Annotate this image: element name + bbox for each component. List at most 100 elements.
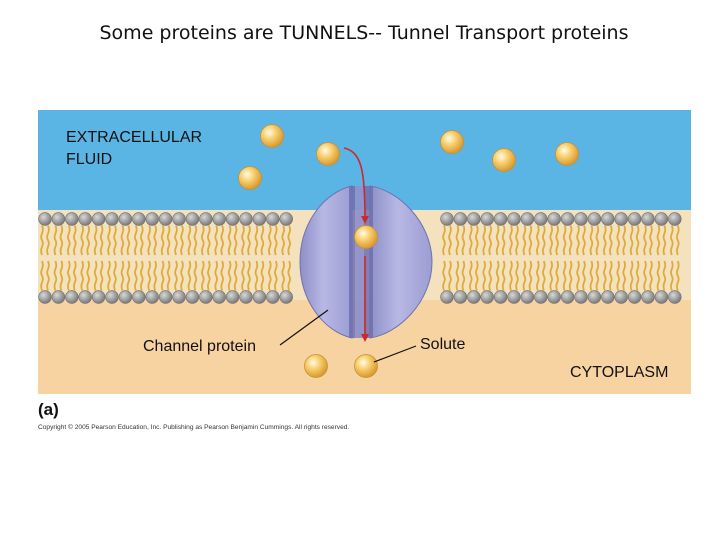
phospholipid-tail [268,260,272,291]
phospholipid-head [440,290,454,304]
phospholipid-head [185,212,200,226]
phospholipid-tail [46,260,50,291]
phospholipid-tail [247,260,251,291]
phospholipid-tail [281,260,285,291]
phospholipid-tail [542,225,546,256]
phospholipid-tail [187,260,192,291]
phospholipid-tail [649,225,653,256]
phospholipid-tail [59,225,64,256]
phospholipid-head [132,212,146,226]
phospholipid-tail [207,260,211,291]
phospholipid-tail [670,260,674,291]
phospholipid-tail [589,225,594,256]
phospholipid-tail [482,260,486,291]
phospholipid-head [453,212,468,226]
phospholipid-tail [99,260,104,291]
phospholipid-tail [609,260,613,291]
phospholipid-head [601,290,615,304]
channel-protein-left-half [299,185,353,339]
phospholipid-head [654,290,669,304]
phospholipid-tail [166,225,171,256]
phospholipid-head [520,212,535,226]
phospholipid-tail [107,260,111,291]
phospholipid-tail [220,260,224,291]
phospholipid-tail [509,225,513,256]
phospholipid-tail [662,260,667,291]
phospholipid-tail [241,225,245,256]
phospholipid-head [467,290,481,304]
phospholipid-head [467,212,481,226]
phospholipid-tail [536,225,540,256]
phospholipid-tail [576,260,580,291]
phospholipid-tail [629,225,634,256]
phospholipid-tail [475,225,479,256]
phospholipid-tail [622,225,626,256]
phospholipid-tail [174,225,178,256]
phospholipid-tail [140,225,144,256]
channel-protein [299,185,433,339]
phospholipid-head [185,290,200,304]
solute-molecule [440,130,464,154]
phospholipid-tail [488,225,492,256]
phospholipid-head [91,290,106,304]
phospholipid-tail [207,225,211,256]
solute-molecule [354,354,378,378]
channel-protein-right-half [369,185,433,339]
phospholipid-head [493,290,508,304]
phospholipid-tail [166,260,171,291]
phospholipid-head [145,212,159,226]
phospholipid-tail [555,260,559,291]
phospholipid-tail [73,225,77,256]
solute-label: Solute [420,336,465,353]
phospholipid-tail [676,260,680,291]
phospholipid-tail [635,260,640,291]
phospholipid-head [627,212,642,226]
solute-molecule [492,148,516,172]
panel-label: (a) [38,400,59,419]
phospholipid-head [172,212,186,226]
phospholipid-head [507,290,521,304]
phospholipid-tail [455,225,460,256]
phospholipid-tail [147,225,151,256]
extracellular-label-line2: FLUID [66,151,112,168]
solute-entry-arrow [343,147,369,224]
phospholipid-tail [568,225,573,256]
phospholipid-head [51,212,66,226]
channel-pore-highlight [355,186,364,338]
phospholipid-tail [603,260,607,291]
phospholipid-head [507,212,521,226]
phospholipid-tail [73,260,77,291]
phospholipid-tail [113,225,117,256]
phospholipid-tail [134,225,138,256]
phospholipid-tail [643,225,647,256]
phospholipid-head [199,290,213,304]
phospholipid-head [574,212,588,226]
phospholipid-tail [241,260,245,291]
phospholipid-tail [254,225,259,256]
phospholipid-head [547,212,561,226]
phospholipid-tail [656,260,661,291]
phospholipid-head [534,290,548,304]
phospholipid-tail [193,225,198,256]
phospholipid-tail [40,260,44,291]
phospholipid-head [614,290,628,304]
phospholipid-head [560,212,575,226]
solute-molecule [555,142,579,166]
phospholipid-tail [86,225,90,256]
phospholipid-head [641,212,655,226]
phospholipid-head [574,290,588,304]
phospholipid-tail [475,260,479,291]
phospholipid-tail [201,260,205,291]
phospholipid-tail [616,260,620,291]
phospholipid-tail [80,260,84,291]
phospholipid-tail [140,260,144,291]
phospholipid-tail [247,225,251,256]
phospholipid-tail [576,225,580,256]
phospholipid-tail [287,225,291,256]
phospholipid-head [520,290,535,304]
phospholipid-head [38,290,52,304]
channel-protein-label: Channel protein [143,338,256,355]
phospholipid-tail [53,260,58,291]
phospholipid-head [212,212,226,226]
phospholipid-head [493,212,508,226]
